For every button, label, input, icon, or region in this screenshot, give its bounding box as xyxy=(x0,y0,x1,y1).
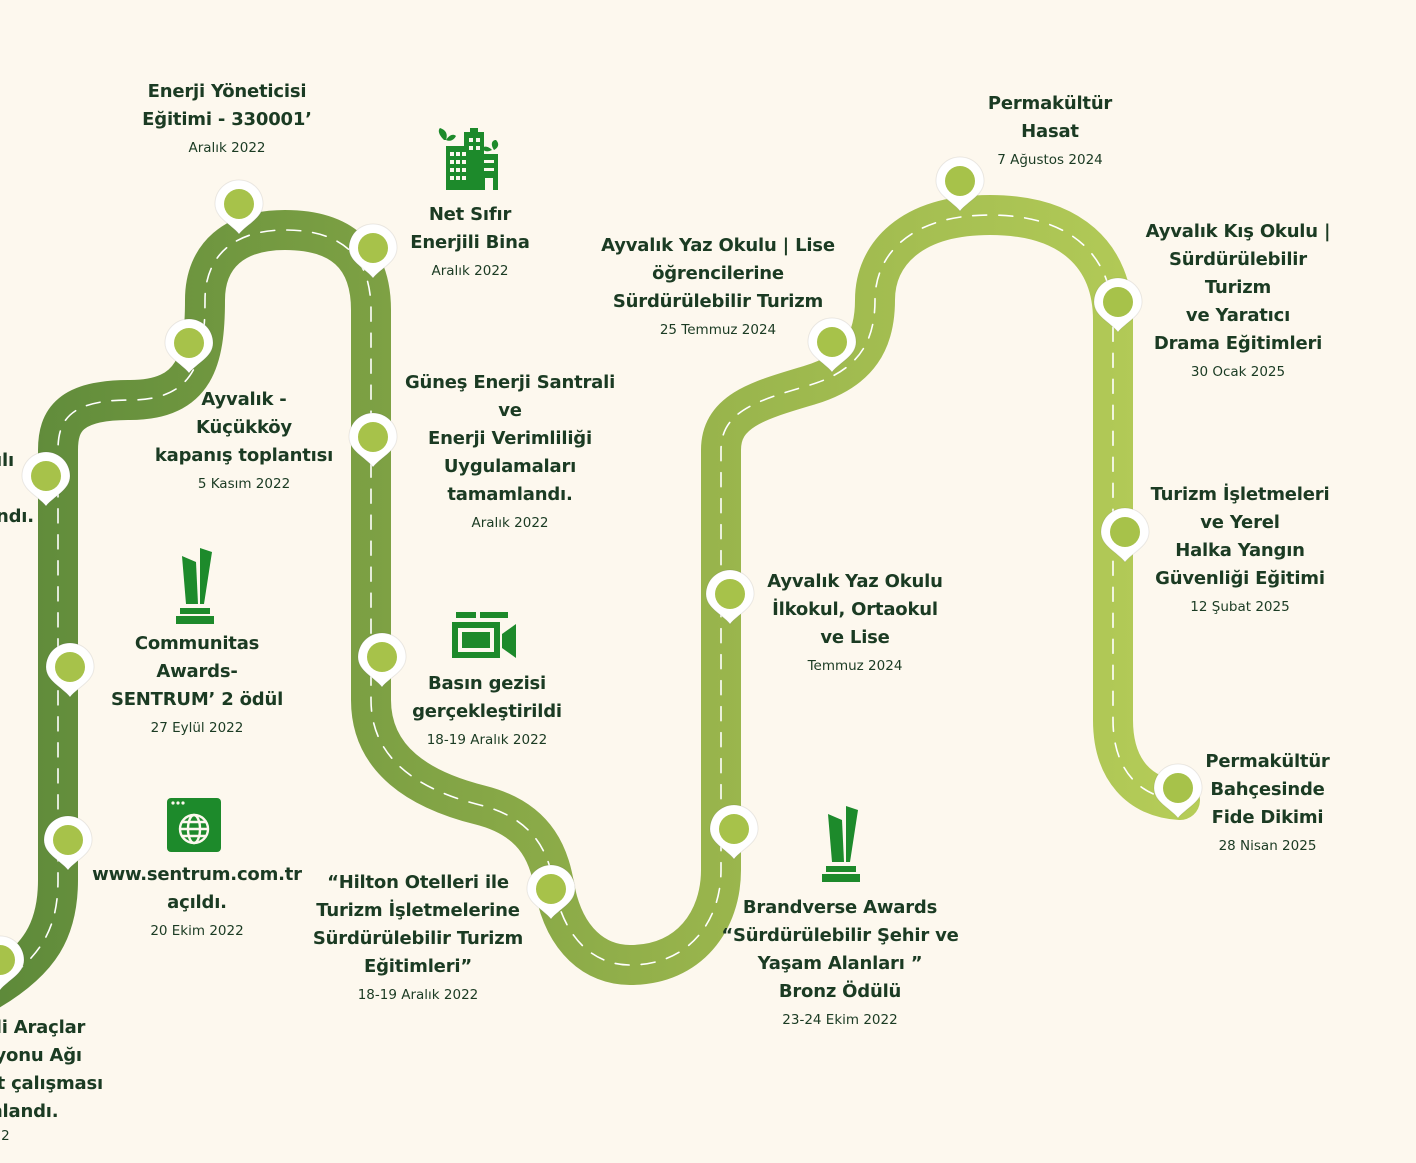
milestone-title: Enerji Yöneticisi Eğitimi - 330001’ xyxy=(142,81,312,130)
milestone-title: Güneş Enerji Santrali ve Enerji Verimlil… xyxy=(404,372,616,505)
location-pin-icon xyxy=(164,318,214,374)
milestone-title: Ayvalık Kış Okulu | Sürdürülebilir Turiz… xyxy=(1145,221,1331,354)
milestone-date: 28 Nisan 2025 xyxy=(1218,838,1317,854)
milestone-title: kli Araçlar syonu Ağı üt çalışması mland… xyxy=(0,1017,103,1122)
milestone-11: Ayvalık Yaz Okulu İlkokul, Ortaokul ve L… xyxy=(755,568,955,674)
location-pin-icon xyxy=(526,864,576,920)
location-pin-icon xyxy=(1100,507,1150,563)
milestone-title: Ayvalık Yaz Okulu | Lise öğrencilerine S… xyxy=(601,235,835,312)
location-pin-icon xyxy=(807,317,857,373)
milestone-8: Basın gezisi gerçekleştirildi 18-19 Aral… xyxy=(397,670,577,748)
milestone-date: Aralık 2022 xyxy=(471,515,549,531)
location-pin-icon xyxy=(935,156,985,212)
milestone-date: 30 Ocak 2025 xyxy=(1190,364,1286,380)
location-pin-icon xyxy=(1093,277,1143,333)
milestone-date: 18-19 Aralık 2022 xyxy=(357,987,479,1003)
trophy-icon xyxy=(176,548,214,624)
milestone-title: Ayvalık - Küçükköy kapanış toplantısı xyxy=(154,389,334,466)
location-pin-icon xyxy=(45,642,95,698)
milestone-date: Temmuz 2024 xyxy=(807,658,903,674)
milestone-15: Turizm İşletmeleri ve Yerel Halka Yangın… xyxy=(1140,481,1340,615)
milestone-date: 022 xyxy=(0,1128,10,1144)
trophy-icon xyxy=(822,806,860,882)
milestone-7: Güneş Enerji Santrali ve Enerji Verimlil… xyxy=(395,369,625,531)
location-pin-icon xyxy=(709,804,759,860)
milestone-title: Permakültür Bahçesinde Fide Dikimi xyxy=(1205,751,1330,828)
location-pin-icon xyxy=(348,223,398,279)
milestone-title: Ayvalık Yaz Okulu İlkokul, Ortaokul ve L… xyxy=(767,571,943,648)
milestone-title: Brandverse Awards “Sürdürülebilir Şehir … xyxy=(721,897,959,1002)
milestone-10: Brandverse Awards “Sürdürülebilir Şehir … xyxy=(720,894,960,1028)
milestone-date: 20 Ekim 2022 xyxy=(150,923,244,939)
milestone-date: 12 Şubat 2025 xyxy=(1190,599,1290,615)
video-camera-icon xyxy=(452,612,516,658)
milestone-14: Ayvalık Kış Okulu | Sürdürülebilir Turiz… xyxy=(1133,218,1343,380)
milestone-0: kli Araçlar syonu Ağı üt çalışması mland… xyxy=(0,1014,114,1144)
milestone-6: Net Sıfır Enerjili Bina Aralık 2022 xyxy=(390,201,550,279)
globe-browser-icon xyxy=(167,798,221,852)
green-building-icon xyxy=(438,128,499,190)
location-pin-icon xyxy=(357,632,407,688)
milestone-date: Aralık 2022 xyxy=(431,263,509,279)
milestone-1: ılı ndı. xyxy=(0,447,34,531)
milestone-5: www.sentrum.com.tr açıldı. 20 Ekim 2022 xyxy=(87,861,307,939)
location-pin-icon xyxy=(0,935,25,991)
location-pin-icon xyxy=(348,412,398,468)
milestone-title: Net Sıfır Enerjili Bina xyxy=(410,204,530,253)
milestone-12: Ayvalık Yaz Okulu | Lise öğrencilerine S… xyxy=(598,232,838,338)
milestone-date: 25 Temmuz 2024 xyxy=(659,322,777,338)
location-pin-icon xyxy=(1153,763,1203,819)
milestone-title: “Hilton Otelleri ile Turizm İşletmelerin… xyxy=(312,872,524,977)
milestone-13: Permakültür Hasat 7 Ağustos 2024 xyxy=(970,90,1130,168)
milestone-3: Ayvalık - Küçükköy kapanış toplantısı 5 … xyxy=(134,386,354,492)
milestone-title: ılı ndı. xyxy=(0,450,34,527)
milestone-date: Aralık 2022 xyxy=(188,140,266,156)
location-pin-icon xyxy=(705,569,755,625)
milestone-date: 5 Kasım 2022 xyxy=(197,476,291,492)
milestone-date: 23-24 Ekim 2022 xyxy=(782,1012,898,1028)
milestone-date: 7 Ağustos 2024 xyxy=(997,152,1103,168)
location-pin-icon xyxy=(43,815,93,871)
milestone-2: Enerji Yöneticisi Eğitimi - 330001’ Aral… xyxy=(117,78,337,156)
location-pin-icon xyxy=(214,179,264,235)
milestone-title: Basın gezisi gerçekleştirildi xyxy=(412,673,562,722)
milestone-16: Permakültür Bahçesinde Fide Dikimi 28 Ni… xyxy=(1180,748,1355,854)
milestone-9: “Hilton Otelleri ile Turizm İşletmelerin… xyxy=(308,869,528,1003)
milestone-date: 27 Eylül 2022 xyxy=(150,720,244,736)
milestone-title: Turizm İşletmeleri ve Yerel Halka Yangın… xyxy=(1150,484,1330,589)
milestone-date: 18-19 Aralık 2022 xyxy=(426,732,548,748)
milestone-4: Communitas Awards- SENTRUM’ 2 ödül 27 Ey… xyxy=(97,630,297,736)
milestone-title: Communitas Awards- SENTRUM’ 2 ödül xyxy=(110,633,284,710)
milestone-title: Permakültür Hasat xyxy=(987,93,1113,142)
location-pin-icon xyxy=(21,451,71,507)
milestone-title: www.sentrum.com.tr açıldı. xyxy=(92,864,302,913)
